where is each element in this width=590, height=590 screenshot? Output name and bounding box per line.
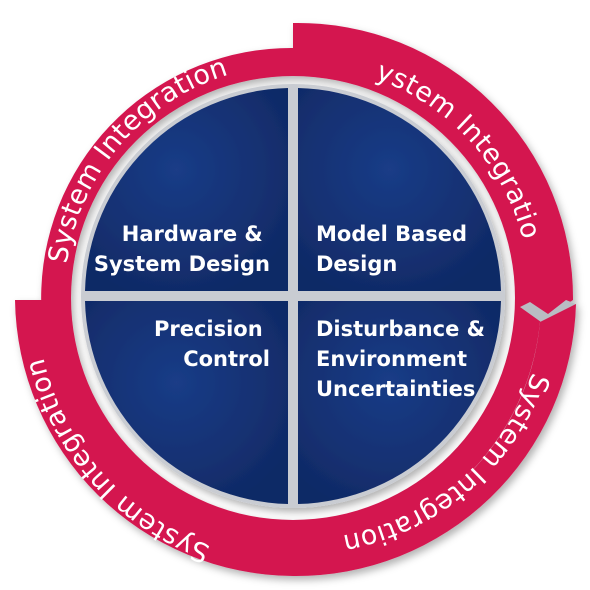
label-precision-line-1: Precision <box>154 317 263 341</box>
label-model-line-1: Model Based <box>316 222 467 246</box>
quadrant-model-based-design <box>298 88 501 291</box>
label-hardware-line-1: Hardware & <box>122 222 263 246</box>
label-hardware-system-design: Hardware & System Design <box>94 222 270 276</box>
label-precision-line-2: Control <box>183 347 270 371</box>
quadrant-disturbance-uncertainties <box>298 301 501 504</box>
label-precision-control: Precision Control <box>154 317 270 371</box>
ring-band-lower <box>15 300 576 577</box>
label-hardware-line-2: System Design <box>94 252 270 276</box>
quadrant-precision-control <box>85 301 288 504</box>
label-model-based-design: Model Based Design <box>316 222 474 276</box>
label-disturbance-line-2: Environment <box>316 347 467 371</box>
label-disturbance-uncertainties: Disturbance & Environment Uncertainties <box>316 317 492 401</box>
center-circle <box>81 84 505 508</box>
integration-ring <box>15 22 576 577</box>
center-circle-base <box>81 84 505 508</box>
label-disturbance-line-1: Disturbance & <box>316 317 485 341</box>
label-model-line-2: Design <box>316 252 397 276</box>
quadrant-hardware-system-design <box>85 88 288 291</box>
ring-arrow-notch <box>520 300 576 327</box>
label-disturbance-line-3: Uncertainties <box>316 377 475 401</box>
